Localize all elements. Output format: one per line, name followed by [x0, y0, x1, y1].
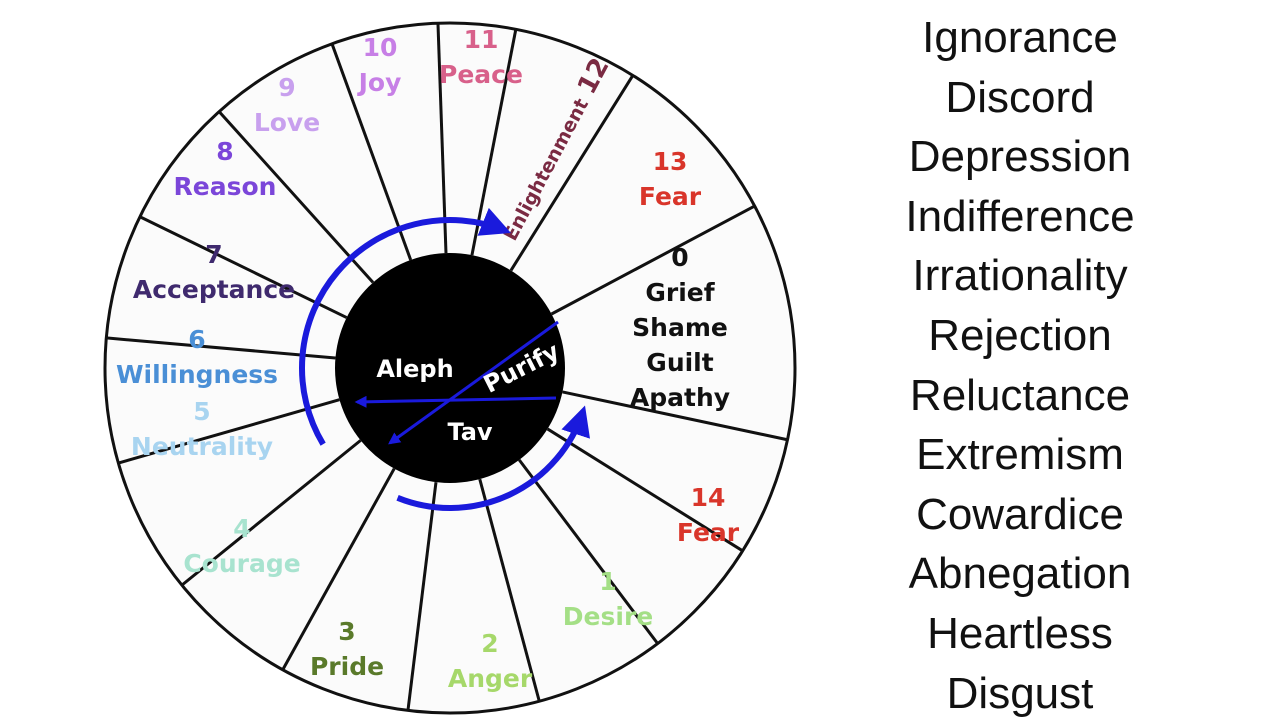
segment-3-number: 2 [481, 629, 498, 658]
segment-8-number: 7 [205, 240, 222, 269]
word-list-item: Cowardice [916, 489, 1124, 539]
segment-5-number: 4 [233, 514, 250, 543]
wheel-spoke-9 [106, 336, 336, 360]
wheel-spoke-3 [518, 458, 659, 645]
segment-9-number: 8 [216, 137, 233, 166]
segment-5-word-0: Courage [183, 549, 300, 578]
wheel-spoke-15 [509, 74, 635, 272]
word-list-item: Extremism [916, 430, 1124, 480]
wheel-spoke-12 [330, 43, 413, 261]
wheel-spoke-13 [436, 23, 448, 254]
segment-0-word-3: Apathy [630, 383, 730, 412]
wheel-arrows [299, 207, 590, 511]
segment-9-word-0: Reason [174, 172, 277, 201]
segment-8-word-0: Acceptance [133, 275, 295, 304]
segment-11-word-0: Joy [357, 68, 402, 97]
segment-6-word-0: Neutrality [131, 432, 273, 461]
segment-0-word-2: Guilt [646, 348, 713, 377]
emotion-wheel-svg: 0GriefShameGuiltApathy14Fear1Desire2Ange… [103, 21, 797, 715]
word-list-item: Rejection [928, 310, 1112, 360]
return-arrow [354, 395, 557, 408]
segment-6-number: 5 [193, 397, 210, 426]
wheel-spoke-5 [406, 481, 438, 711]
wheel-spoke-4 [478, 478, 541, 702]
hub-top-label: Aleph [376, 355, 453, 383]
segment-4-word-0: Pride [310, 652, 384, 681]
word-list-item: Heartless [927, 608, 1113, 658]
word-list-item: Abnegation [908, 549, 1132, 599]
word-list-item: Discord [945, 72, 1095, 122]
wheel-spokes [106, 23, 788, 711]
segment-7-word-0: Willingness [116, 360, 278, 389]
word-list-item: Disgust [946, 668, 1094, 718]
segment-0-word-1: Shame [632, 313, 728, 342]
segment-10-word-0: Love [254, 108, 320, 137]
segment-0-number: 0 [671, 243, 688, 272]
wheel-spoke-1 [562, 390, 788, 442]
wheel-spoke-2 [546, 427, 744, 553]
word-list-item: Reluctance [909, 370, 1131, 420]
wheel-spoke-0 [550, 204, 756, 316]
segment-2-word-0: Desire [563, 602, 653, 631]
word-list-item: Indifference [905, 191, 1135, 241]
wheel-spoke-6 [281, 467, 396, 671]
wheel-spoke-7 [180, 439, 362, 587]
segment-12-number: 11 [464, 25, 499, 54]
wheel-spoke-8 [117, 398, 340, 465]
segment-2-number: 1 [599, 567, 616, 596]
segment-4-number: 3 [338, 617, 355, 646]
lower-cycle-arrow [396, 405, 590, 511]
wheel-spoke-11 [218, 110, 375, 284]
wheel-hub [335, 253, 565, 483]
hub-bottom-label: Tav [447, 418, 492, 446]
segment-3-word-0: Anger [448, 664, 533, 693]
segment-12-word-0: Peace [439, 60, 523, 89]
segment-1-word-0: Fear [677, 518, 740, 547]
segment-1-number: 14 [691, 483, 726, 512]
segment-10-number: 9 [278, 73, 295, 102]
segment-7-number: 6 [188, 325, 205, 354]
wheel-segment-labels: 0GriefShameGuiltApathy14Fear1Desire2Ange… [116, 25, 740, 693]
segment-0-word-0: Grief [645, 278, 715, 307]
upper-cycle-arrow [299, 207, 512, 446]
segment-11-number: 10 [363, 33, 398, 62]
segment-14-number: 13 [653, 147, 688, 176]
segment-14-word-0: Fear [639, 182, 702, 211]
word-list-item: Depression [908, 132, 1132, 182]
purify-arrow [388, 320, 559, 445]
word-list-item: Ignorance [922, 13, 1118, 62]
wheel-spoke-10 [139, 215, 348, 319]
word-list-item: Irrationality [912, 251, 1128, 301]
